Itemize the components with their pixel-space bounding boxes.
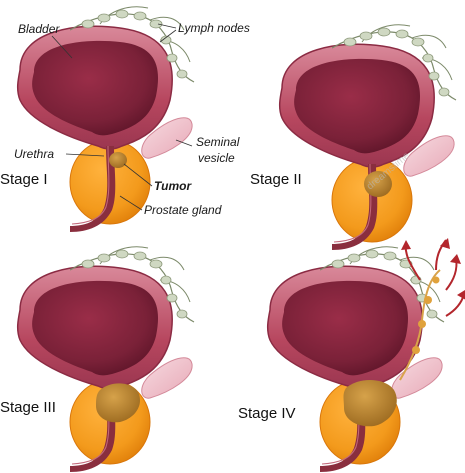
stage-label-2: Stage II [250,171,302,188]
label-urethra: Urethra [14,147,54,161]
callout-leaders [51,23,193,211]
stage-1-tumor [109,152,127,168]
stage-2-tumor [364,171,392,197]
stage-4-tumor [343,379,397,427]
label-prostate-gland: Prostate gland [144,203,222,217]
stage-1-anatomy [16,6,195,233]
label-vesicle: vesicle [198,151,235,165]
stage-4-anatomy [266,238,465,473]
stage-label-4: Stage IV [238,405,296,422]
label-seminal: Seminal [196,135,240,149]
stage-3-anatomy [16,246,195,473]
metastasis-arrowheads [401,238,465,300]
stage-3-tumor [96,383,140,423]
label-tumor: Tumor [154,179,192,193]
stage-label-1: Stage I [0,171,48,188]
stage-label-3: Stage III [0,399,56,416]
stage-2-anatomy [278,24,457,251]
label-lymph-nodes: Lymph nodes [178,21,250,35]
label-bladder: Bladder [18,22,60,36]
